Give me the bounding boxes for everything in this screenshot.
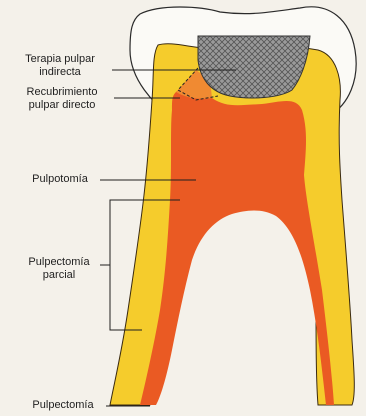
restoration (198, 36, 310, 98)
label-direct-capping: Recubrimiento pulpar directo (10, 86, 114, 112)
label-pulpotomy: Pulpotomía (20, 173, 100, 186)
label-indirect-pulp: Terapia pulpar indirecta (10, 53, 110, 79)
label-partial-pulpectomy: Pulpectomía parcial (18, 256, 100, 282)
label-pulpectomy: Pulpectomía (20, 399, 106, 412)
